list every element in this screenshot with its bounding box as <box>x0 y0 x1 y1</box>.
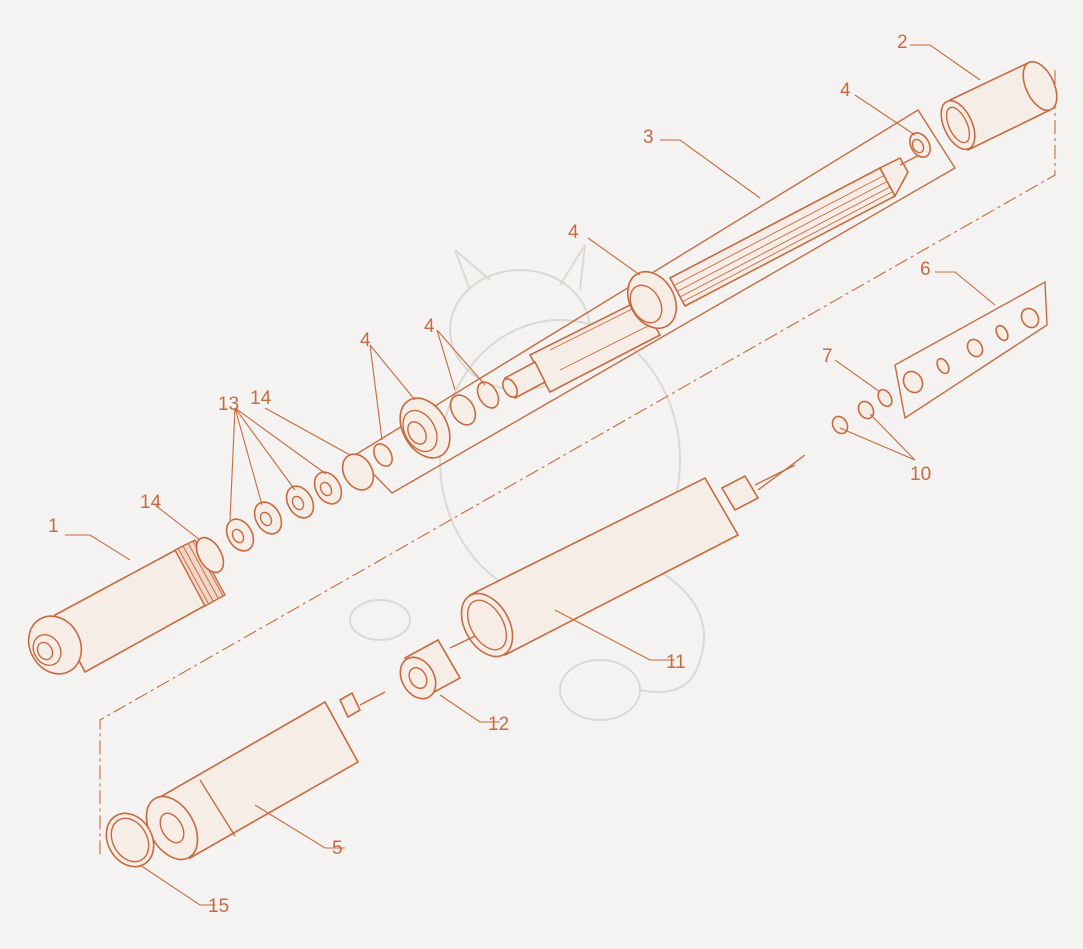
subassembly-box-6 <box>894 280 1048 420</box>
callout-10: 10 <box>910 464 931 485</box>
part-15-o-ring <box>105 812 155 868</box>
part-4-retaining-rings <box>373 381 500 467</box>
callout-5: 5 <box>332 838 343 859</box>
part-12-coupling <box>399 638 462 700</box>
part-1-housing <box>27 539 226 675</box>
part-5-motor-body <box>145 691 386 861</box>
callout-4-ring: 4 <box>424 316 435 337</box>
callout-4-mid: 4 <box>568 222 579 243</box>
part-4-bearing-small <box>909 132 931 158</box>
part-3-rotor-shaft <box>501 151 926 400</box>
assembly-axis-lines <box>99 70 1056 855</box>
callout-3: 3 <box>643 127 654 148</box>
part-7-washer <box>877 388 893 408</box>
callout-4-bearing: 4 <box>360 330 371 351</box>
callout-2: 2 <box>897 32 908 53</box>
callout-6: 6 <box>920 259 931 280</box>
part-4-bearing-large <box>399 270 678 459</box>
callout-14-left: 14 <box>140 492 162 513</box>
callout-11: 11 <box>666 652 686 673</box>
callout-1: 1 <box>48 516 59 537</box>
part-11-stator-tube <box>449 454 806 658</box>
callout-12: 12 <box>488 714 509 735</box>
callout-13: 13 <box>218 394 239 415</box>
part-14-rings <box>195 453 375 574</box>
callout-labels: 1 2 3 4 4 4 4 5 6 7 10 11 12 13 14 14 15 <box>48 32 931 917</box>
callout-4-top: 4 <box>840 80 851 101</box>
part-13-washers <box>225 471 343 552</box>
subassembly-box-3 <box>353 109 956 494</box>
callout-14-top: 14 <box>250 388 272 409</box>
callout-7: 7 <box>822 346 833 367</box>
part-10-nuts <box>831 400 875 435</box>
part-6-hardware-set <box>902 307 1040 394</box>
part-2-cap <box>940 60 1058 152</box>
callout-15: 15 <box>208 896 229 917</box>
leader-lines <box>65 44 996 906</box>
